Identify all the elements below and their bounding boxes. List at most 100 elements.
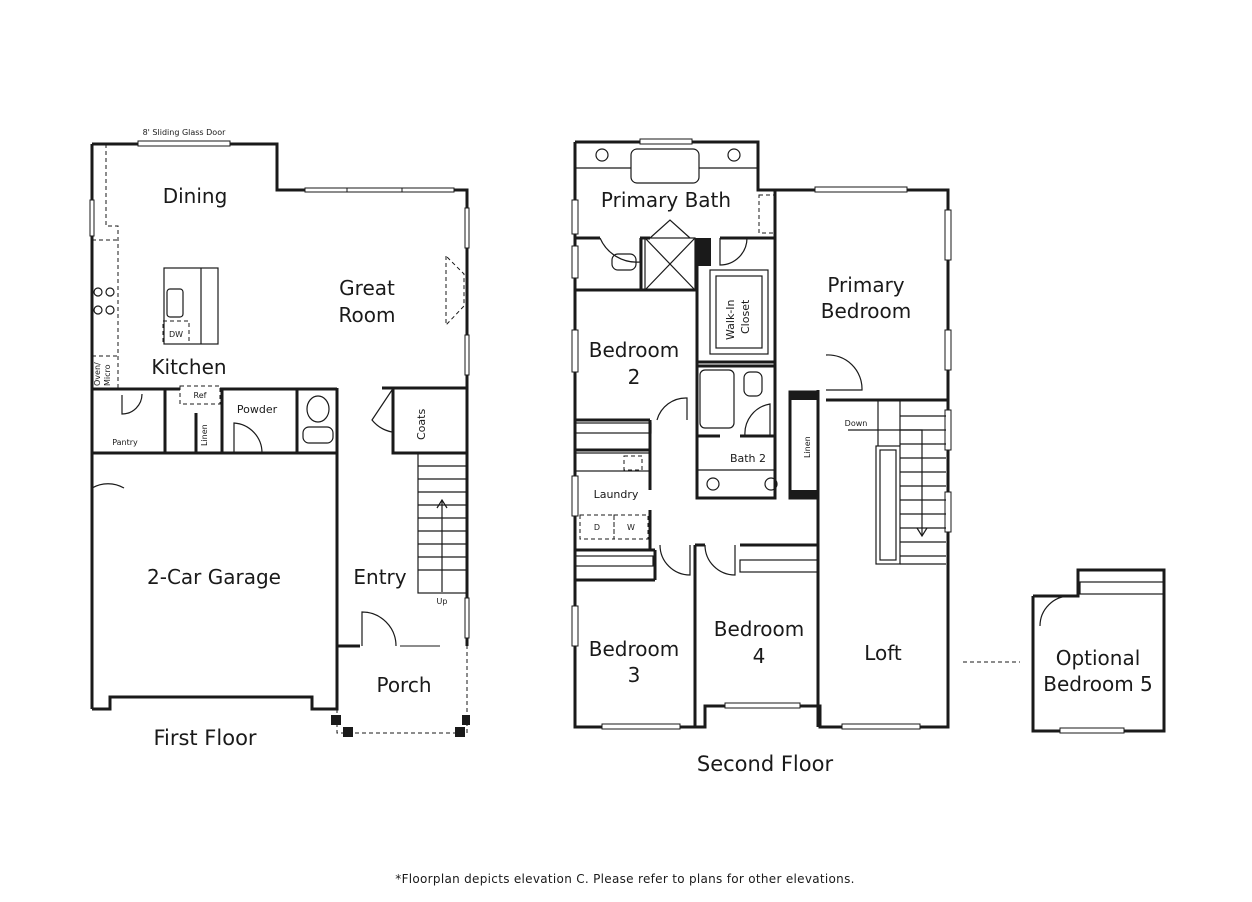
pantry-label: Pantry <box>112 438 138 447</box>
kitchen-counter <box>105 144 119 389</box>
toilet-icon <box>743 371 763 397</box>
dining-label: Dining <box>163 184 228 208</box>
window <box>571 605 579 647</box>
window <box>571 199 579 235</box>
porch-post <box>343 727 353 737</box>
porch-outline <box>336 646 468 734</box>
stairs-up-label: Up <box>437 597 448 606</box>
bath2-door-swing <box>744 403 771 437</box>
walk-in-closet-inner <box>715 275 763 349</box>
dishwasher-outline <box>162 320 190 345</box>
window <box>814 186 908 193</box>
optional-bedroom-label-line1: Optional <box>1056 646 1141 670</box>
window <box>601 723 681 730</box>
stair-direction-arrow <box>848 429 923 536</box>
sink-icon <box>764 477 778 491</box>
stair-treads <box>900 415 946 565</box>
front-door-swing <box>361 611 397 647</box>
window <box>944 329 952 371</box>
arrow-head-icon <box>916 527 928 538</box>
porch-post <box>455 727 465 737</box>
cooktop-burner-icon <box>105 287 115 297</box>
coats-wall <box>391 388 467 455</box>
garage-door-swing <box>91 483 125 520</box>
first-floor-stairs <box>417 452 468 594</box>
bedroom3-door-swing <box>659 544 691 576</box>
dryer-outline <box>579 514 615 540</box>
optional-bedroom-plan: Optional Bedroom 5 <box>963 568 1166 734</box>
porch-label: Porch <box>376 673 431 697</box>
ref-label: Ref <box>194 391 207 400</box>
window <box>841 723 921 730</box>
window <box>571 329 579 373</box>
second-floor-plan <box>571 138 952 730</box>
wall-column <box>697 238 711 266</box>
window <box>571 475 579 517</box>
washer-outline <box>613 514 649 540</box>
loft-label: Loft <box>864 641 902 665</box>
primary-bedroom-door-swing <box>825 354 863 391</box>
second-floor-title: Second Floor <box>697 752 834 776</box>
bath2-label: Bath 2 <box>730 452 766 465</box>
second-floor-labels: Primary Bath Primary Bedroom Walk-In Clo… <box>589 188 911 776</box>
closet-shelf <box>574 422 652 434</box>
optional-bedroom-label-line2: Bedroom 5 <box>1043 672 1153 696</box>
dishwasher-label: DW <box>169 330 183 339</box>
coats-door-swing <box>371 389 393 433</box>
sink-icon <box>706 477 720 491</box>
cooktop-burner-icon <box>105 305 115 315</box>
toilet-icon <box>302 426 334 444</box>
wall-column <box>790 490 818 498</box>
wall-column <box>790 392 818 400</box>
oven-label-line1: Oven/ <box>93 362 102 386</box>
coats-label: Coats <box>415 409 428 440</box>
bedroom2-label-line1: Bedroom <box>589 338 679 362</box>
powder-door-swing <box>233 422 263 454</box>
refrigerator-outline <box>179 385 221 405</box>
cooktop-burner-icon <box>93 305 103 315</box>
entry-label: Entry <box>353 565 406 589</box>
sink-icon <box>595 148 609 162</box>
kitchen-label: Kitchen <box>151 355 226 379</box>
closet-door-swing <box>719 237 748 266</box>
sliding-glass-door <box>137 140 231 147</box>
first-floor-plan <box>89 140 470 737</box>
cooktop-burner-icon <box>93 287 103 297</box>
bedroom2-door-swing <box>656 397 688 421</box>
bath2-walls <box>695 364 777 500</box>
walk-in-closet-shelf <box>709 269 769 355</box>
great-room-label-line2: Room <box>339 303 396 327</box>
laundry-label: Laundry <box>594 488 639 501</box>
walk-in-label-line1: Walk-In <box>724 299 737 340</box>
fireplace-outline <box>445 255 465 327</box>
bathtub-icon <box>699 369 735 429</box>
optional-bedroom-door-swing <box>1039 595 1071 627</box>
bedroom3-label-line2: 3 <box>628 663 641 687</box>
bedroom4-label-line2: 4 <box>753 644 766 668</box>
sliding-door-label: 8' Sliding Glass Door <box>143 128 227 137</box>
garage-front-wall <box>92 388 339 711</box>
powder-label: Powder <box>237 403 278 416</box>
shower-x <box>644 237 696 291</box>
washer-label: W <box>627 523 635 532</box>
window <box>639 138 693 145</box>
bedroom2-label-line2: 2 <box>628 365 641 389</box>
window <box>724 702 801 709</box>
optional-bedroom-wall <box>1031 568 1166 733</box>
bathtub-icon <box>630 148 700 184</box>
primary-bedroom-label-line2: Bedroom <box>821 299 911 323</box>
closet-shelf <box>1079 581 1165 595</box>
linen-label: Linen <box>200 424 209 446</box>
sink-icon <box>727 148 741 162</box>
wc-door-swing <box>599 237 641 263</box>
window <box>304 187 348 193</box>
first-floor-labels: 8' Sliding Glass Door Dining Great Room … <box>93 128 447 750</box>
window <box>571 245 579 279</box>
arrow-head-icon <box>436 498 448 509</box>
laundry-sink <box>623 455 643 471</box>
stairs-down-label: Down <box>845 419 868 428</box>
first-floor-title: First Floor <box>153 726 256 750</box>
footnote: *Floorplan depicts elevation C. Please r… <box>395 872 854 886</box>
laundry-shelf <box>574 452 651 472</box>
sink-icon <box>306 395 330 423</box>
